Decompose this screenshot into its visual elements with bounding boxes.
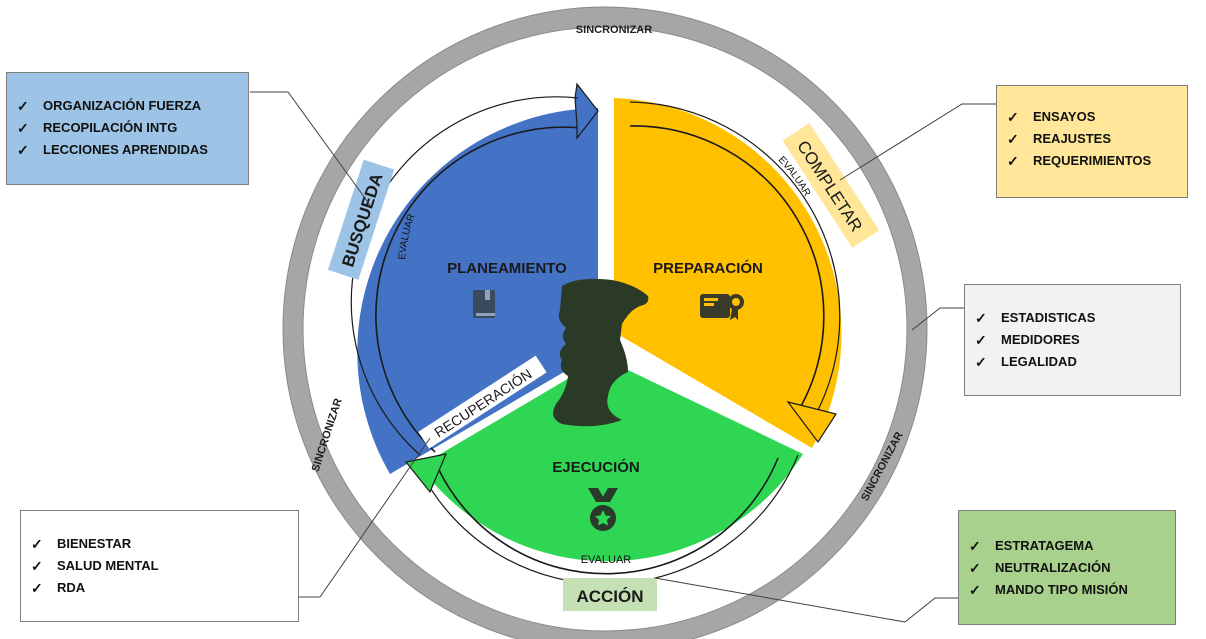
check-icon: ✓ bbox=[975, 332, 987, 348]
check-icon: ✓ bbox=[969, 582, 981, 598]
checklist-item-label: REQUERIMIENTOS bbox=[1033, 153, 1152, 168]
checklist-item-label: RDA bbox=[57, 580, 86, 595]
checklist-accion: ✓ ESTRATAGEMA ✓ NEUTRALIZACIÓN ✓ MANDO TIPO… bbox=[969, 535, 1165, 601]
checklist-item-label: SALUD MENTAL bbox=[57, 558, 159, 573]
check-icon: ✓ bbox=[31, 558, 43, 574]
connector-accion bbox=[654, 577, 958, 623]
checklist-recuperacion: ✓ BIENESTAR ✓ SALUD MENTAL ✓ RDA bbox=[31, 533, 288, 599]
checklist-item-label: ENSAYOS bbox=[1033, 109, 1096, 124]
connector-busqueda bbox=[250, 91, 371, 206]
evaluar-label-green: EVALUAR bbox=[581, 554, 632, 566]
checklist-busqueda: ✓ORGANIZACIÓN FUERZA ✓RECOPILACIÓN INTG … bbox=[17, 95, 238, 161]
checklist-box-accion: ✓ ESTRATAGEMA ✓ NEUTRALIZACIÓN ✓ MANDO TIPO… bbox=[958, 510, 1176, 625]
checklist-item: ✓ LEGALIDAD bbox=[975, 351, 1170, 373]
ring-label-top: SINCRONIZAR bbox=[576, 24, 652, 36]
checklist-item-label: NEUTRALIZACIÓN bbox=[995, 560, 1111, 575]
check-icon: ✓ bbox=[31, 580, 43, 596]
sector-ejecucion bbox=[420, 358, 803, 562]
checklist-item: ✓ RECOPILACIÓN INTG bbox=[17, 117, 238, 139]
checklist-box-completar: ✓ ENSAYOS ✓ REAJUSTES ✓ REQUERIMIENTOS bbox=[996, 85, 1188, 198]
connector-estadisticas bbox=[911, 307, 964, 331]
sincronizar-ring bbox=[283, 7, 927, 639]
connector-recuperacion bbox=[299, 437, 431, 598]
checklist-item: ✓ REAJUSTES bbox=[1007, 128, 1177, 150]
checklist-item: ✓ MANDO TIPO MISIÓN bbox=[969, 579, 1165, 601]
checklist-box-busqueda: ✓ORGANIZACIÓN FUERZA ✓RECOPILACIÓN INTG … bbox=[6, 72, 249, 185]
checklist-item-label: LEGALIDAD bbox=[1001, 354, 1077, 369]
checklist-item: ✓ SALUD MENTAL bbox=[31, 555, 288, 577]
checklist-item-label: MEDIDORES bbox=[1001, 332, 1080, 347]
check-icon: ✓ bbox=[17, 120, 29, 136]
checklist-item: ✓ NEUTRALIZACIÓN bbox=[969, 557, 1165, 579]
check-icon: ✓ bbox=[969, 538, 981, 554]
check-icon: ✓ bbox=[1007, 109, 1019, 125]
book-icon bbox=[473, 290, 495, 318]
checklist-item-label: ORGANIZACIÓN FUERZA bbox=[43, 98, 202, 113]
connector-completar bbox=[839, 103, 996, 181]
evaluar-arrow-blue-head bbox=[574, 82, 599, 140]
checklist-box-estadisticas: ✓ ESTADISTICAS ✓ MEDIDORES ✓ LEGALIDAD bbox=[964, 284, 1181, 396]
check-icon: ✓ bbox=[969, 560, 981, 576]
checklist-item-label: ESTADISTICAS bbox=[1001, 310, 1096, 325]
check-icon: ✓ bbox=[31, 536, 43, 552]
evaluar-arrow-blue bbox=[375, 126, 583, 453]
soldier-silhouette-icon bbox=[553, 278, 649, 427]
sector-preparacion bbox=[614, 98, 842, 448]
checklist-item: ✓ ESTADISTICAS bbox=[975, 307, 1170, 329]
checklist-box-recuperacion: ✓ BIENESTAR ✓ SALUD MENTAL ✓ RDA bbox=[20, 510, 299, 622]
check-icon: ✓ bbox=[17, 98, 29, 114]
checklist-item-label: BIENESTAR bbox=[57, 536, 132, 551]
check-icon: ✓ bbox=[975, 310, 987, 326]
check-icon: ✓ bbox=[975, 354, 987, 370]
medal-icon bbox=[588, 488, 618, 531]
checklist-item: ✓ REQUERIMIENTOS bbox=[1007, 150, 1177, 172]
checklist-item: ✓ MEDIDORES bbox=[975, 329, 1170, 351]
sector-title-ejecucion: EJECUCIÓN bbox=[552, 458, 640, 476]
phase-label-accion: ACCIÓN bbox=[563, 578, 657, 611]
check-icon: ✓ bbox=[17, 142, 29, 158]
checklist-estadisticas: ✓ ESTADISTICAS ✓ MEDIDORES ✓ LEGALIDAD bbox=[975, 307, 1170, 373]
ring-outline-inner bbox=[302, 26, 908, 632]
evaluar-arrow-yellow-head bbox=[786, 401, 837, 444]
checklist-completar: ✓ ENSAYOS ✓ REAJUSTES ✓ REQUERIMIENTOS bbox=[1007, 106, 1177, 172]
checklist-item: ✓ ORGANIZACIÓN FUERZA bbox=[17, 95, 238, 117]
ring-outline-outer bbox=[282, 6, 928, 639]
sector-title-planeamiento: PLANEAMIENTO bbox=[447, 260, 567, 277]
evaluar-arrow-green-inner bbox=[437, 457, 779, 575]
checklist-item-label: REAJUSTES bbox=[1033, 131, 1112, 146]
checklist-item-label: MANDO TIPO MISIÓN bbox=[995, 582, 1128, 597]
checklist-item: ✓ LECCIONES APRENDIDAS bbox=[17, 139, 238, 161]
check-icon: ✓ bbox=[1007, 131, 1019, 147]
certificate-icon bbox=[700, 294, 744, 320]
checklist-item-label: RECOPILACIÓN INTG bbox=[43, 120, 178, 135]
evaluar-arrow-yellow bbox=[629, 125, 825, 409]
checklist-item: ✓ RDA bbox=[31, 577, 288, 599]
checklist-item-label: LECCIONES APRENDIDAS bbox=[43, 142, 208, 157]
evaluar-arrow-yellow-band bbox=[629, 101, 841, 411]
check-icon: ✓ bbox=[1007, 153, 1019, 169]
evaluar-arrow-green-head bbox=[404, 453, 447, 494]
phase-text-accion: ACCIÓN bbox=[576, 587, 643, 606]
checklist-item-label: ESTRATAGEMA bbox=[995, 538, 1094, 553]
checklist-item: ✓ ESTRATAGEMA bbox=[969, 535, 1165, 557]
checklist-item: ✓ BIENESTAR bbox=[31, 533, 288, 555]
sector-title-preparacion: PREPARACIÓN bbox=[653, 259, 763, 277]
checklist-item: ✓ ENSAYOS bbox=[1007, 106, 1177, 128]
